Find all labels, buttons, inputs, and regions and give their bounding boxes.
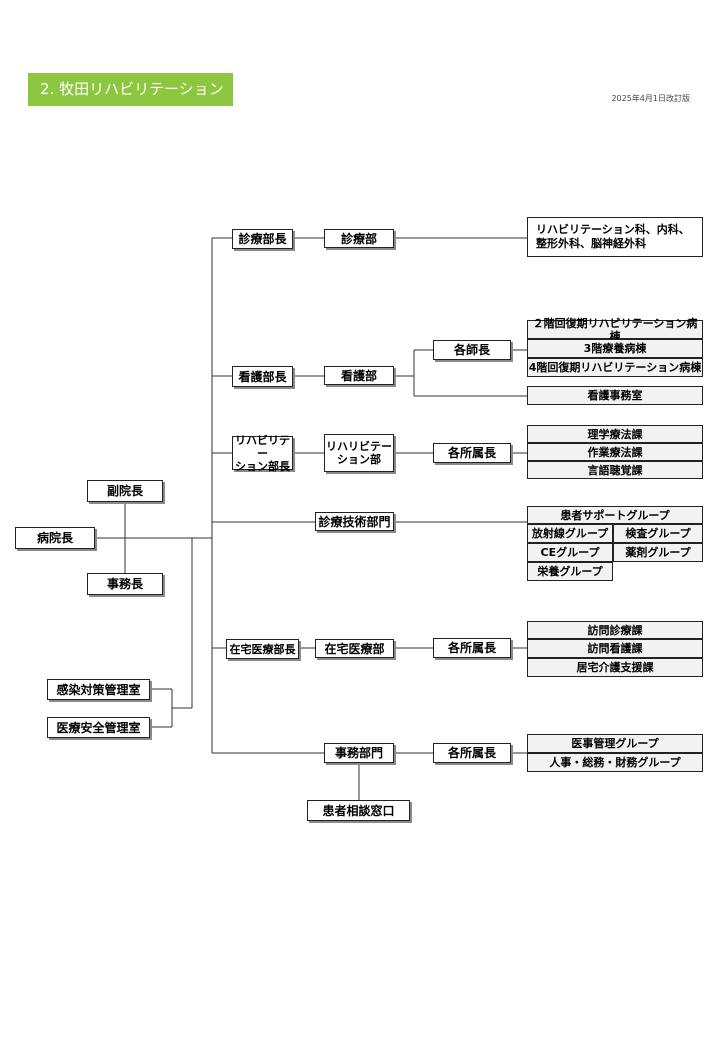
clinical-dept-box: 診療部 [324, 229, 394, 248]
speech-therapy-box: 言語聴覚課 [527, 461, 703, 479]
vice-director-box: 副院長 [87, 480, 163, 502]
page-title: 2. 牧田リハビリテーション病院 [28, 73, 233, 131]
pharmacy-box: 薬剤グループ [613, 543, 703, 562]
office-section-heads-box: 各所属長 [433, 743, 511, 763]
laboratory-box: 検査グループ [613, 524, 703, 543]
office-dept-box: 事務部門 [324, 743, 394, 763]
infection-control-box: 感染対策管理室 [47, 679, 150, 700]
head-nurses-box: 各師長 [433, 340, 511, 360]
ward-2f-box: ２階回復期リハビリテーション病棟 [527, 317, 703, 343]
rehab-dept-box: リハリビテー ション部 [324, 434, 394, 472]
homecare-dept-box: 在宅医療部 [315, 639, 394, 658]
homecare-head-box: 在宅医療部長 [226, 639, 299, 659]
visit-nursing-box: 訪問看護課 [527, 639, 703, 658]
hospital-director-box: 病院長 [15, 527, 95, 549]
physical-therapy-box: 理学療法課 [527, 425, 703, 443]
medical-safety-box: 医療安全管理室 [47, 717, 150, 738]
rehab-section-heads-box: 各所属長 [433, 443, 511, 463]
admin-director-box: 事務長 [87, 573, 163, 595]
hr-general-finance-box: 人事・総務・財務グループ [527, 753, 703, 772]
nutrition-box: 栄養グループ [527, 562, 613, 581]
patient-consultation-box: 患者相談窓口 [307, 800, 410, 821]
patient-support-box: 患者サポートグループ [527, 506, 703, 524]
occupational-therapy-box: 作業療法課 [527, 443, 703, 461]
ce-group-box: CEグループ [527, 543, 613, 562]
rehab-head-box: リハビリテー ション部長 [232, 434, 293, 473]
visit-medical-box: 訪問診療課 [527, 621, 703, 639]
nursing-office-box: 看護事務室 [527, 386, 703, 405]
clinical-subjects-box: リハビリテーション科、内科、 整形外科、脳神経外科 [527, 217, 703, 257]
homecare-section-heads-box: 各所属長 [433, 638, 511, 658]
clinical-head-box: 診療部長 [232, 229, 293, 249]
medical-admin-box: 医事管理グループ [527, 734, 703, 753]
home-care-support-box: 居宅介護支援課 [527, 658, 703, 677]
revision-date: 2025年4月1日改訂版 [611, 94, 690, 103]
nursing-head-box: 看護部長 [232, 366, 293, 387]
radiology-box: 放射線グループ [527, 524, 613, 543]
tech-dept-box: 診療技術部門 [315, 512, 394, 531]
ward-4f-box: 4階回復期リハビリテーション病棟 [527, 358, 703, 377]
nursing-dept-box: 看護部 [324, 366, 394, 385]
ward-3f-box: 3階療養病棟 [527, 339, 703, 358]
